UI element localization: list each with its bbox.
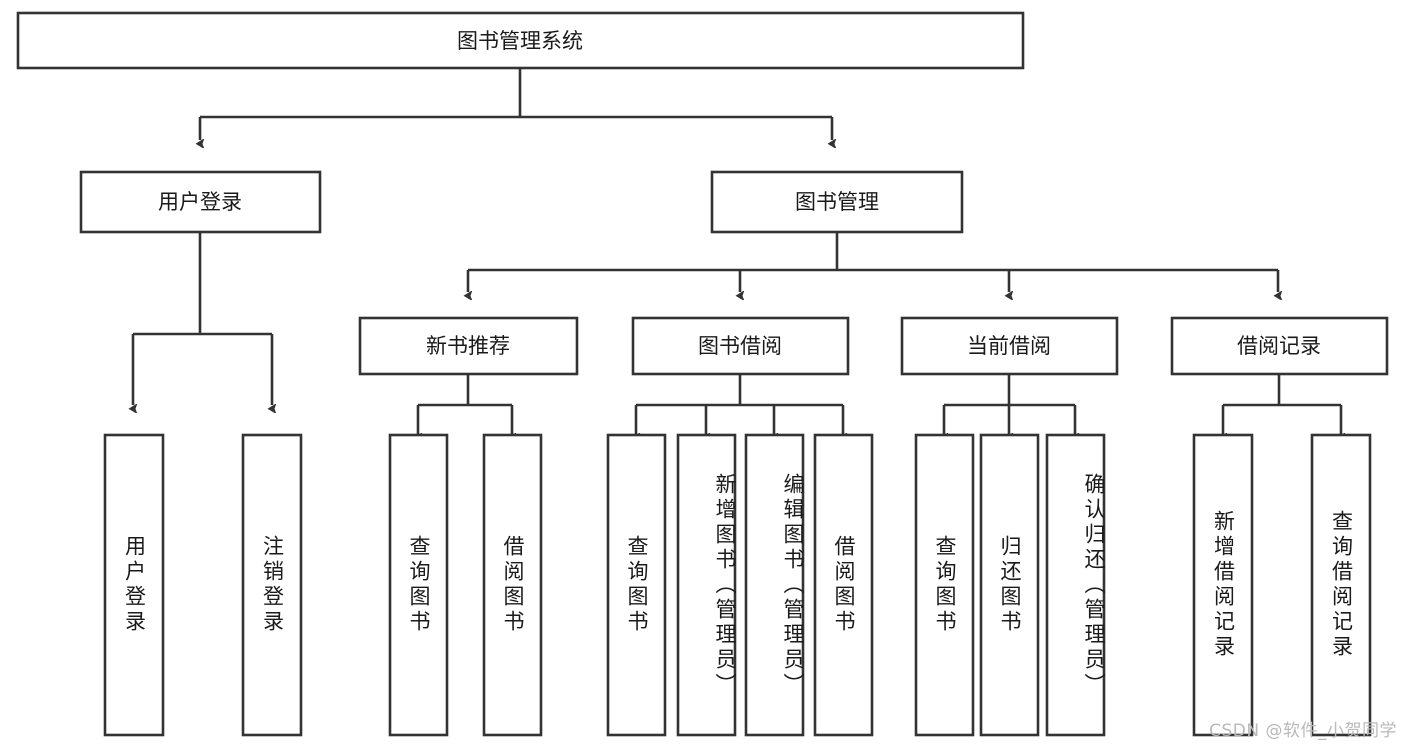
- leaf-box-book-borrow-3[interactable]: [813, 433, 874, 737]
- node-new-book-recommend-box: [358, 316, 579, 376]
- leaf-box-book-borrow-0[interactable]: [606, 433, 667, 737]
- connector-borrow-record-to-leaves: [1223, 374, 1341, 434]
- node-book-borrow[interactable]: 图书借阅: [631, 316, 850, 376]
- connector-current-borrow-to-leaves: [944, 374, 1075, 434]
- leaf-box-new-book-1[interactable]: [482, 433, 543, 737]
- node-new-book-recommend[interactable]: 新书推荐: [358, 316, 579, 376]
- node-current-borrow-box: [900, 316, 1119, 376]
- node-book-management[interactable]: 图书管理: [710, 170, 964, 234]
- leaf-box-current-borrow-2[interactable]: [1045, 433, 1106, 737]
- node-root-box: [16, 11, 1025, 70]
- node-book-management-label: 图书管理: [795, 190, 879, 214]
- node-user-login-box: [79, 170, 322, 234]
- leaf-box-borrow-record-1[interactable]: [1310, 433, 1372, 737]
- leaf-box-user-login-1[interactable]: [241, 433, 303, 737]
- leaf-box-current-borrow-1[interactable]: [979, 433, 1040, 737]
- connector-user-login-to-leaves: [133, 232, 272, 405]
- node-borrow-record[interactable]: 借阅记录: [1170, 316, 1389, 376]
- node-user-login[interactable]: 用户登录: [79, 170, 322, 234]
- leaf-box-current-borrow-0[interactable]: [914, 433, 975, 737]
- leaf-box-user-login-0[interactable]: [103, 433, 165, 737]
- node-root[interactable]: 图书管理系统: [16, 11, 1025, 70]
- leaf-box-borrow-record-0[interactable]: [1192, 433, 1254, 737]
- node-root-label: 图书管理系统: [457, 29, 583, 53]
- leaf-box-book-borrow-1[interactable]: [676, 433, 737, 737]
- connector-root-to-level2: [200, 68, 832, 140]
- leaf-box-book-borrow-2[interactable]: [744, 433, 805, 737]
- csdn-watermark: CSDN @软件_小贺同学: [1209, 721, 1397, 741]
- connector-book-borrow-to-leaves: [636, 374, 843, 434]
- node-new-book-recommend-label: 新书推荐: [426, 334, 510, 358]
- connector-book-management-to-level3: [468, 232, 1278, 292]
- node-user-login-label: 用户登录: [158, 190, 242, 214]
- connector-new-book-recommend-to-leaves: [418, 374, 512, 434]
- node-current-borrow[interactable]: 当前借阅: [900, 316, 1119, 376]
- node-book-borrow-label: 图书借阅: [698, 334, 782, 358]
- node-current-borrow-label: 当前借阅: [967, 334, 1051, 358]
- leaf-box-new-book-0[interactable]: [388, 433, 449, 737]
- node-borrow-record-label: 借阅记录: [1237, 334, 1321, 358]
